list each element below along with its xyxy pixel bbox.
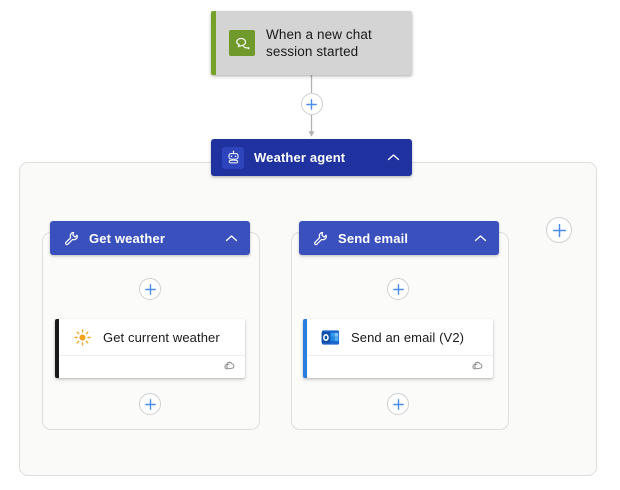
tool-header-send-email[interactable]: Send email [299, 221, 499, 255]
action-card-get-current-weather[interactable]: Get current weather [55, 319, 245, 378]
chat-bubble-icon [229, 30, 255, 56]
trigger-label: When a new chat session started [266, 27, 372, 59]
card-label: Get current weather [103, 329, 220, 345]
card-accent-bar [55, 319, 59, 378]
chevron-up-icon[interactable] [225, 234, 238, 243]
tool-header-get-weather[interactable]: Get weather [50, 221, 250, 255]
chevron-up-icon[interactable] [474, 234, 487, 243]
tool-header-label: Get weather [89, 230, 166, 246]
agent-node[interactable]: Weather agent [211, 139, 412, 176]
sun-icon [71, 326, 93, 348]
agent-label: Weather agent [254, 150, 346, 165]
add-step-in-get-weather[interactable] [139, 278, 161, 300]
add-step-after-trigger[interactable] [300, 93, 323, 115]
add-step-after-send-an-email[interactable] [387, 393, 409, 415]
wrench-icon [64, 231, 79, 246]
trigger-node[interactable]: When a new chat session started [211, 11, 412, 75]
agent-bot-icon [222, 146, 244, 169]
card-main-row: Send an email (V2) [307, 319, 493, 356]
add-step-after-get-current-weather[interactable] [139, 393, 161, 415]
card-accent-bar [303, 319, 307, 378]
tool-header-label: Send email [338, 230, 409, 246]
card-main-row: Get current weather [59, 319, 245, 356]
wrench-icon [313, 231, 328, 246]
add-tool-to-agent[interactable] [546, 217, 572, 243]
connector-cloud-icon[interactable] [470, 358, 484, 376]
card-footer [59, 356, 245, 378]
add-step-in-send-email[interactable] [387, 278, 409, 300]
trigger-accent-bar [211, 11, 216, 75]
chevron-up-icon[interactable] [387, 153, 400, 162]
card-body: Get current weather [59, 319, 245, 378]
outlook-icon [319, 326, 341, 348]
action-card-send-an-email[interactable]: Send an email (V2) [303, 319, 493, 378]
card-footer [307, 356, 493, 378]
card-label: Send an email (V2) [351, 329, 465, 345]
connector-cloud-icon[interactable] [222, 358, 236, 376]
card-body: Send an email (V2) [307, 319, 493, 378]
